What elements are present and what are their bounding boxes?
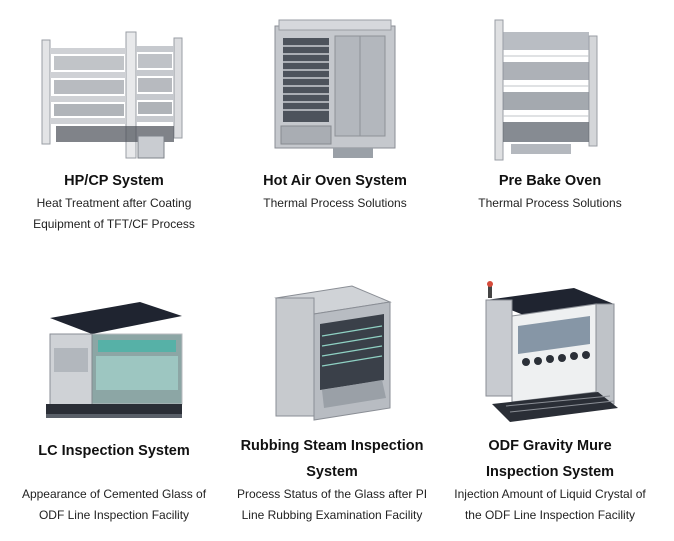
rubbing-steam-machine-icon[interactable] (262, 280, 402, 428)
product-title-line[interactable]: System (306, 464, 358, 480)
product-description: Heat Treatment after Coating Equipment o… (2, 193, 226, 235)
product-title[interactable]: Rubbing Steam Inspection System (220, 433, 444, 485)
description-line: Process Status of the Glass after PI (236, 487, 428, 501)
description-line: Heat Treatment after Coating (36, 196, 192, 210)
product-title-line[interactable]: Rubbing Steam Inspection (240, 438, 424, 454)
product-title[interactable]: Hot Air Oven System (263, 173, 407, 189)
hot-air-oven-icon[interactable] (265, 14, 405, 164)
product-description: Thermal Process Solutions (438, 193, 662, 214)
product-card-hot-air-oven[interactable]: Hot Air Oven System Thermal Process Solu… (223, 0, 447, 250)
description-line: Thermal Process Solutions (478, 196, 622, 210)
description-line: Appearance of Cemented Glass of (21, 487, 207, 501)
product-description: Thermal Process Solutions (223, 193, 447, 214)
description-line: the ODF Line Inspection Facility (464, 508, 636, 522)
description-line: Equipment of TFT/CF Process (33, 217, 195, 231)
description-line: ODF Line Inspection Facility (38, 508, 190, 522)
pre-bake-oven-icon[interactable] (485, 16, 615, 164)
product-card-pre-bake-oven[interactable]: Pre Bake Oven Thermal Process Solutions (438, 0, 662, 250)
odf-gravity-machine-icon[interactable] (470, 280, 630, 426)
product-title-line[interactable]: Inspection System (485, 464, 615, 480)
description-line: Line Rubbing Examination Facility (241, 508, 423, 522)
description-line: Thermal Process Solutions (263, 196, 407, 210)
hp-cp-machine-icon[interactable] (34, 28, 194, 162)
product-title[interactable]: HP/CP System (64, 173, 164, 189)
product-description: Process Status of the Glass after PI Lin… (220, 484, 444, 526)
product-description: Injection Amount of Liquid Crystal of th… (438, 484, 662, 526)
product-card-rubbing-steam[interactable]: Rubbing Steam Inspection System Process … (220, 270, 444, 532)
product-title[interactable]: LC Inspection System (38, 443, 190, 459)
product-card-lc-inspection[interactable]: LC Inspection System Appearance of Cemen… (2, 270, 226, 532)
product-title-line[interactable]: ODF Gravity Mure (488, 438, 612, 454)
product-card-odf-gravity[interactable]: ODF Gravity Mure Inspection System Injec… (438, 270, 662, 532)
product-title[interactable]: ODF Gravity Mure Inspection System (438, 433, 662, 485)
product-description: Appearance of Cemented Glass of ODF Line… (2, 484, 226, 526)
description-line: Injection Amount of Liquid Crystal of (454, 487, 646, 501)
product-card-hp-cp[interactable]: HP/CP System Heat Treatment after Coatin… (2, 0, 226, 250)
product-title[interactable]: Pre Bake Oven (498, 173, 602, 189)
lc-inspection-machine-icon[interactable] (36, 296, 192, 424)
